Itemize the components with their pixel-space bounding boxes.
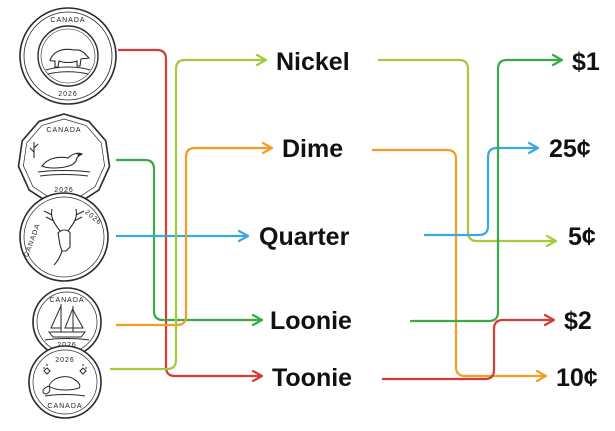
name-to-value-connector-line (372, 148, 546, 378)
caribou-icon (43, 208, 85, 266)
polar-bear-icon (45, 48, 91, 75)
name-to-value-connector-line (410, 58, 562, 323)
arrowhead-icon (251, 369, 264, 383)
coin-country-text: CANADA (50, 17, 85, 24)
coin-name-label: Nickel (276, 48, 350, 76)
coin-name-label: Loonie (270, 307, 352, 335)
arrowhead-icon (251, 313, 264, 327)
coin-name-label: Toonie (272, 364, 352, 392)
arrowhead-icon (527, 141, 540, 155)
coin-to-name-connector-line (110, 58, 266, 371)
arrowhead-icon (551, 53, 564, 67)
arrowhead-icon (237, 229, 250, 243)
coin-to-name-connector-line (116, 158, 262, 322)
coin-year-text: 2026 (54, 187, 74, 194)
loonie-coin: CANADA 2026 (17, 113, 111, 205)
name-to-value-connector-line (382, 318, 554, 381)
toonie-coin: CANADA 2026 (19, 7, 117, 105)
coin-year-text: 2026 (58, 91, 78, 98)
coin-value-label: 25¢ (549, 135, 591, 163)
coin-value-label: 10¢ (556, 364, 598, 392)
coin-value-label: 5¢ (568, 223, 596, 251)
coin-country-text: CANADA (46, 127, 81, 134)
coin-to-name-connector-line (116, 146, 272, 327)
coin-value-label: $1 (572, 48, 600, 76)
loon-icon (29, 142, 91, 177)
arrowhead-icon (255, 53, 268, 67)
coin-name-label: Quarter (259, 223, 350, 251)
coin-country-text: CANADA (49, 297, 84, 304)
arrowhead-icon (545, 234, 558, 248)
quarter-coin: CANADA 2026 (19, 192, 109, 282)
arrowhead-icon (535, 369, 548, 383)
nickel-coin: 2026 CANADA (28, 345, 102, 419)
coin-name-label: Dime (282, 135, 343, 163)
arrowhead-icon (261, 141, 274, 155)
coin-year-text: 2026 (55, 357, 75, 364)
beaver-icon (42, 364, 87, 397)
coin-value-label: $2 (564, 307, 592, 335)
schooner-icon (44, 304, 90, 341)
arrowhead-icon (543, 313, 556, 327)
name-to-value-connector-line (424, 146, 538, 237)
coin-country-text: CANADA (47, 403, 82, 410)
name-to-value-connector-line (378, 58, 556, 243)
coin-to-name-connector-line (118, 48, 262, 378)
